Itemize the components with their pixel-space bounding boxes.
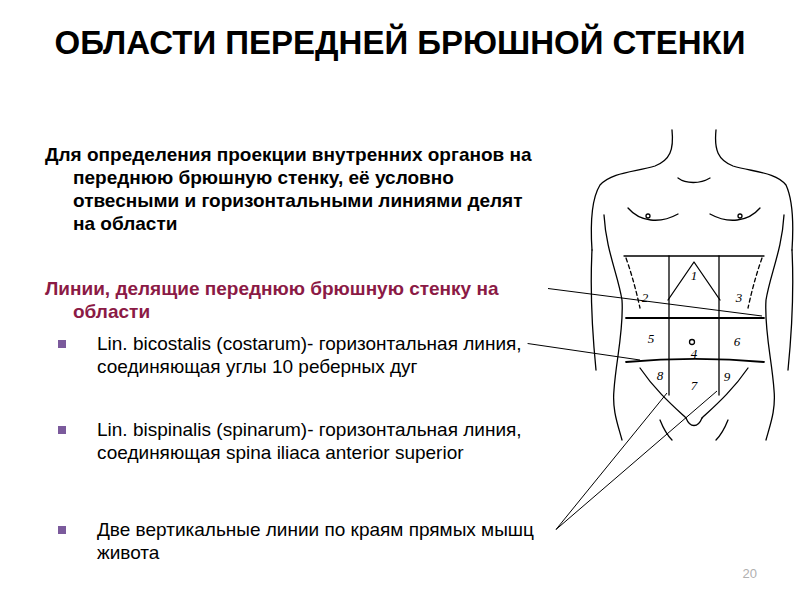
callout-number: 5: [648, 332, 655, 346]
leader-line: [528, 344, 640, 361]
slide-title: ОБЛАСТИ ПЕРЕДНЕЙ БРЮШНОЙ СТЕНКИ: [20, 18, 780, 68]
callout-number: 7: [691, 379, 698, 393]
leader-line: [556, 391, 717, 530]
callout-number: 8: [657, 369, 664, 383]
callout-number: 9: [724, 370, 731, 384]
callout-number: 2: [642, 291, 649, 305]
bullet-text: Две вертикальные линии по краям прямых м…: [97, 518, 547, 564]
bullet-marker: [58, 426, 66, 434]
leader-line: [548, 289, 762, 317]
callout-number: 1: [691, 269, 698, 283]
bullet-marker: [58, 340, 66, 348]
callout-number: 4: [691, 347, 698, 361]
bullet-text: Lin. bispinalis (spinarum)- горизонтальн…: [97, 418, 547, 464]
intro-text: Для определения проекции внутренних орга…: [45, 143, 540, 235]
section-heading: Линии, делящие переднюю брюшную стенку н…: [45, 277, 540, 323]
bullet-text: Lin. bicostalis (costarum)- горизонтальн…: [97, 332, 547, 378]
bullet-marker: [58, 526, 66, 534]
callout-number: 6: [734, 335, 741, 349]
callout-number: 3: [736, 291, 743, 305]
page-number: 20: [743, 566, 757, 581]
leader-line: [556, 393, 667, 530]
